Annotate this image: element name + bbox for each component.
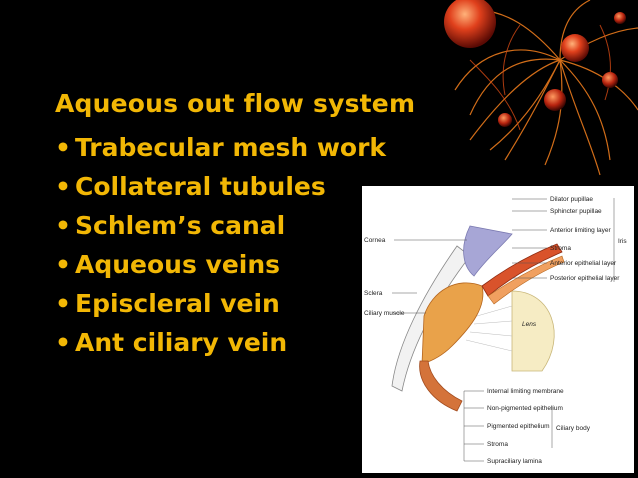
eye-anatomy-figure: Cornea Sclera Ciliary muscle Dilator pup… [362, 186, 634, 473]
label-non-pigmented-epithelium: Non-pigmented epithelium [487, 405, 563, 412]
bullet-glyph: • [55, 289, 71, 318]
orb-small-1 [544, 89, 566, 111]
bullet-item: •Collateral tubules [55, 167, 386, 206]
label-stroma-iris: Stroma [550, 245, 571, 252]
bullet-glyph: • [55, 211, 71, 240]
orb-medium [561, 34, 589, 62]
label-stroma-ciliary: Stroma [487, 441, 508, 448]
leader-lines [392, 198, 615, 462]
label-sphincter-pupillae: Sphincter pupillae [550, 208, 602, 215]
bullet-text: Episcleral vein [75, 289, 280, 318]
bullet-item: •Episcleral vein [55, 284, 386, 323]
label-posterior-epithelial-layer: Posterior epithelial layer [550, 275, 620, 282]
eye-anatomy-diagram: Cornea Sclera Ciliary muscle Dilator pup… [364, 196, 627, 465]
bullet-item: •Aqueous veins [55, 245, 386, 284]
bullet-text: Trabecular mesh work [75, 133, 387, 162]
label-dilator-pupillae: Dilator pupillae [550, 196, 593, 203]
cornea-shape [463, 225, 513, 277]
label-anterior-limiting-layer: Anterior limiting layer [550, 227, 612, 234]
bullet-glyph: • [55, 172, 71, 201]
label-internal-limiting-membrane: Internal limiting membrane [487, 388, 564, 395]
iris-stroma [487, 255, 565, 305]
label-sclera: Sclera [364, 290, 383, 297]
orb-large [444, 0, 496, 48]
bullet-glyph: • [55, 250, 71, 279]
orb-small-4 [614, 12, 626, 24]
bullet-text: Ant ciliary vein [75, 328, 288, 357]
bullet-item: •Trabecular mesh work [55, 128, 386, 167]
bullet-item: •Ant ciliary vein [55, 323, 386, 362]
ciliary-muscle-shape [419, 360, 463, 412]
label-cornea: Cornea [364, 237, 386, 244]
bullet-glyph: • [55, 328, 71, 357]
slide-title: Aqueous out flow system [55, 89, 416, 118]
bullet-text: Aqueous veins [75, 250, 281, 279]
label-pigmented-epithelium: Pigmented epithelium [487, 423, 550, 430]
bullet-text: Schlem’s canal [75, 211, 286, 240]
iris-shape [481, 243, 563, 297]
lens-shape [511, 290, 555, 372]
orb-small-3 [498, 113, 512, 127]
zonule-fibres [465, 305, 513, 352]
orb-small-2 [602, 72, 618, 88]
ciliary-body-shape [421, 282, 484, 365]
label-lens: Lens [522, 321, 537, 328]
label-ciliary-body: Ciliary body [556, 425, 591, 432]
label-ciliary-muscle: Ciliary muscle [364, 310, 405, 317]
bullet-text: Collateral tubules [75, 172, 326, 201]
firework-sparks [469, 24, 611, 131]
label-iris: Iris [618, 238, 627, 245]
bullet-list: •Trabecular mesh work •Collateral tubule… [55, 128, 386, 362]
label-supraciliary-lamina: Supraciliary lamina [487, 458, 542, 465]
label-anterior-epithelial-layer: Anterior epithelial layer [550, 260, 617, 267]
bullet-item: •Schlem’s canal [55, 206, 386, 245]
bullet-glyph: • [55, 133, 71, 162]
